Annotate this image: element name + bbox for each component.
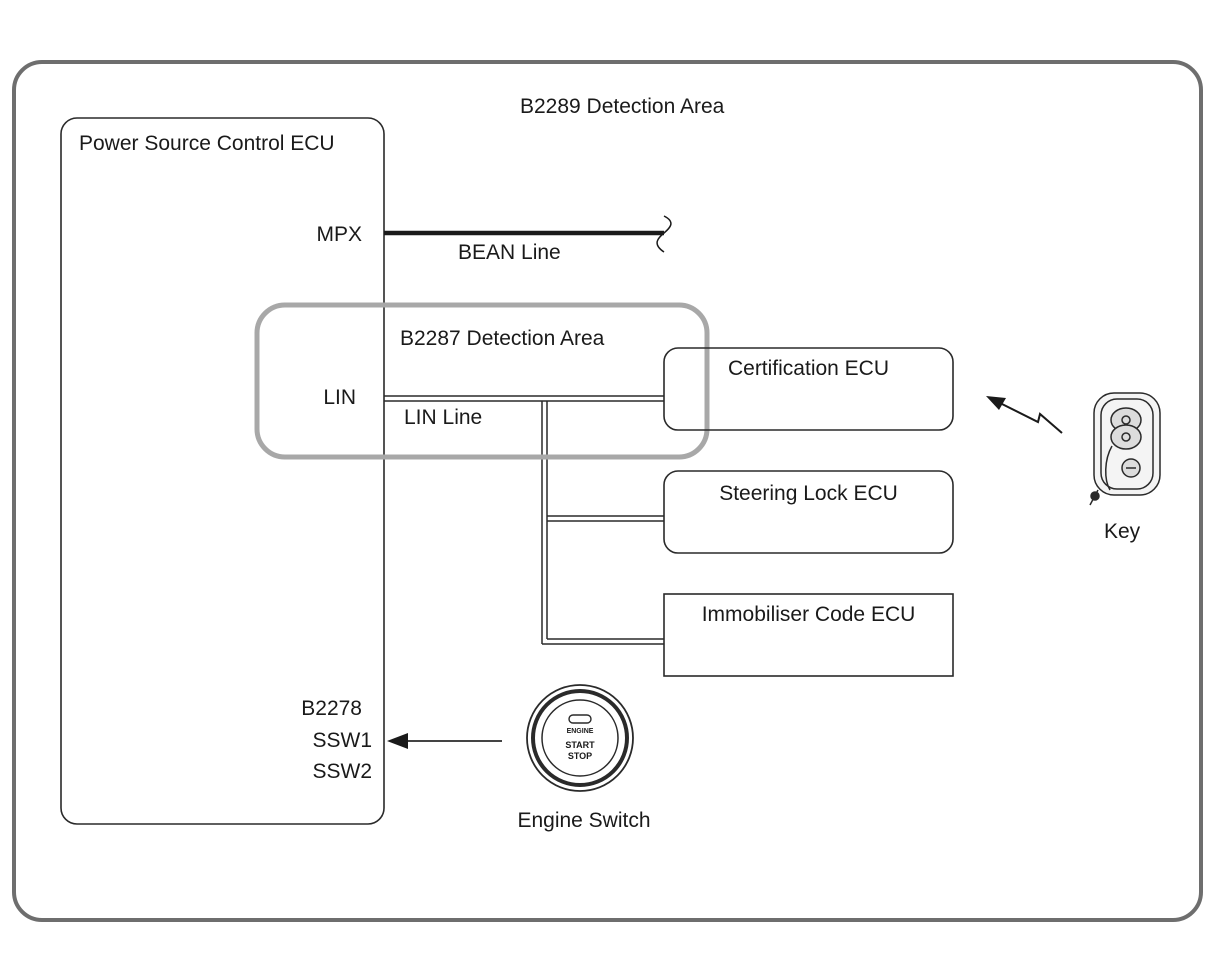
immobiliser-code-ecu-label: Immobiliser Code ECU: [701, 603, 916, 626]
terminal-lin: LIN: [323, 386, 356, 409]
terminal-b2278: B2278: [301, 697, 362, 720]
lin-line-label: LIN Line: [404, 406, 483, 429]
key-fob-icon: [1089, 392, 1161, 506]
power-source-control-ecu-box: [60, 117, 385, 825]
engine-switch-icon: [526, 684, 634, 792]
terminal-mpx: MPX: [316, 223, 362, 246]
bean-line-label: BEAN Line: [458, 241, 561, 264]
terminal-ssw1: SSW1: [312, 729, 372, 752]
engine-switch-button-text-engine: ENGINE: [566, 728, 594, 735]
power-source-control-ecu-title: Power Source Control ECU: [79, 132, 335, 155]
b2287-detection-area-label: B2287 Detection Area: [400, 327, 605, 350]
key-label: Key: [1104, 520, 1141, 543]
b2287-detection-area-frame: [254, 302, 710, 460]
lin-line: [384, 395, 664, 645]
radio-signal-arrow: [986, 396, 1063, 434]
certification-ecu-label: Certification ECU: [727, 357, 890, 380]
terminal-ssw2: SSW2: [312, 760, 372, 783]
engine-switch-button-text-start: START: [565, 740, 595, 750]
engine-switch-button-text-stop: STOP: [567, 751, 593, 761]
bean-line-break-mark: [656, 215, 672, 253]
b2289-detection-area-frame: [12, 60, 1203, 922]
immobiliser-code-ecu-box: [663, 593, 954, 677]
steering-lock-ecu-box: [663, 470, 954, 554]
b2289-detection-area-label: B2289 Detection Area: [520, 95, 725, 118]
engine-switch-signal-arrow: [387, 733, 502, 749]
engine-switch-label: Engine Switch: [517, 809, 651, 832]
steering-lock-ecu-label: Steering Lock ECU: [719, 482, 898, 505]
certification-ecu-box: [663, 347, 954, 431]
